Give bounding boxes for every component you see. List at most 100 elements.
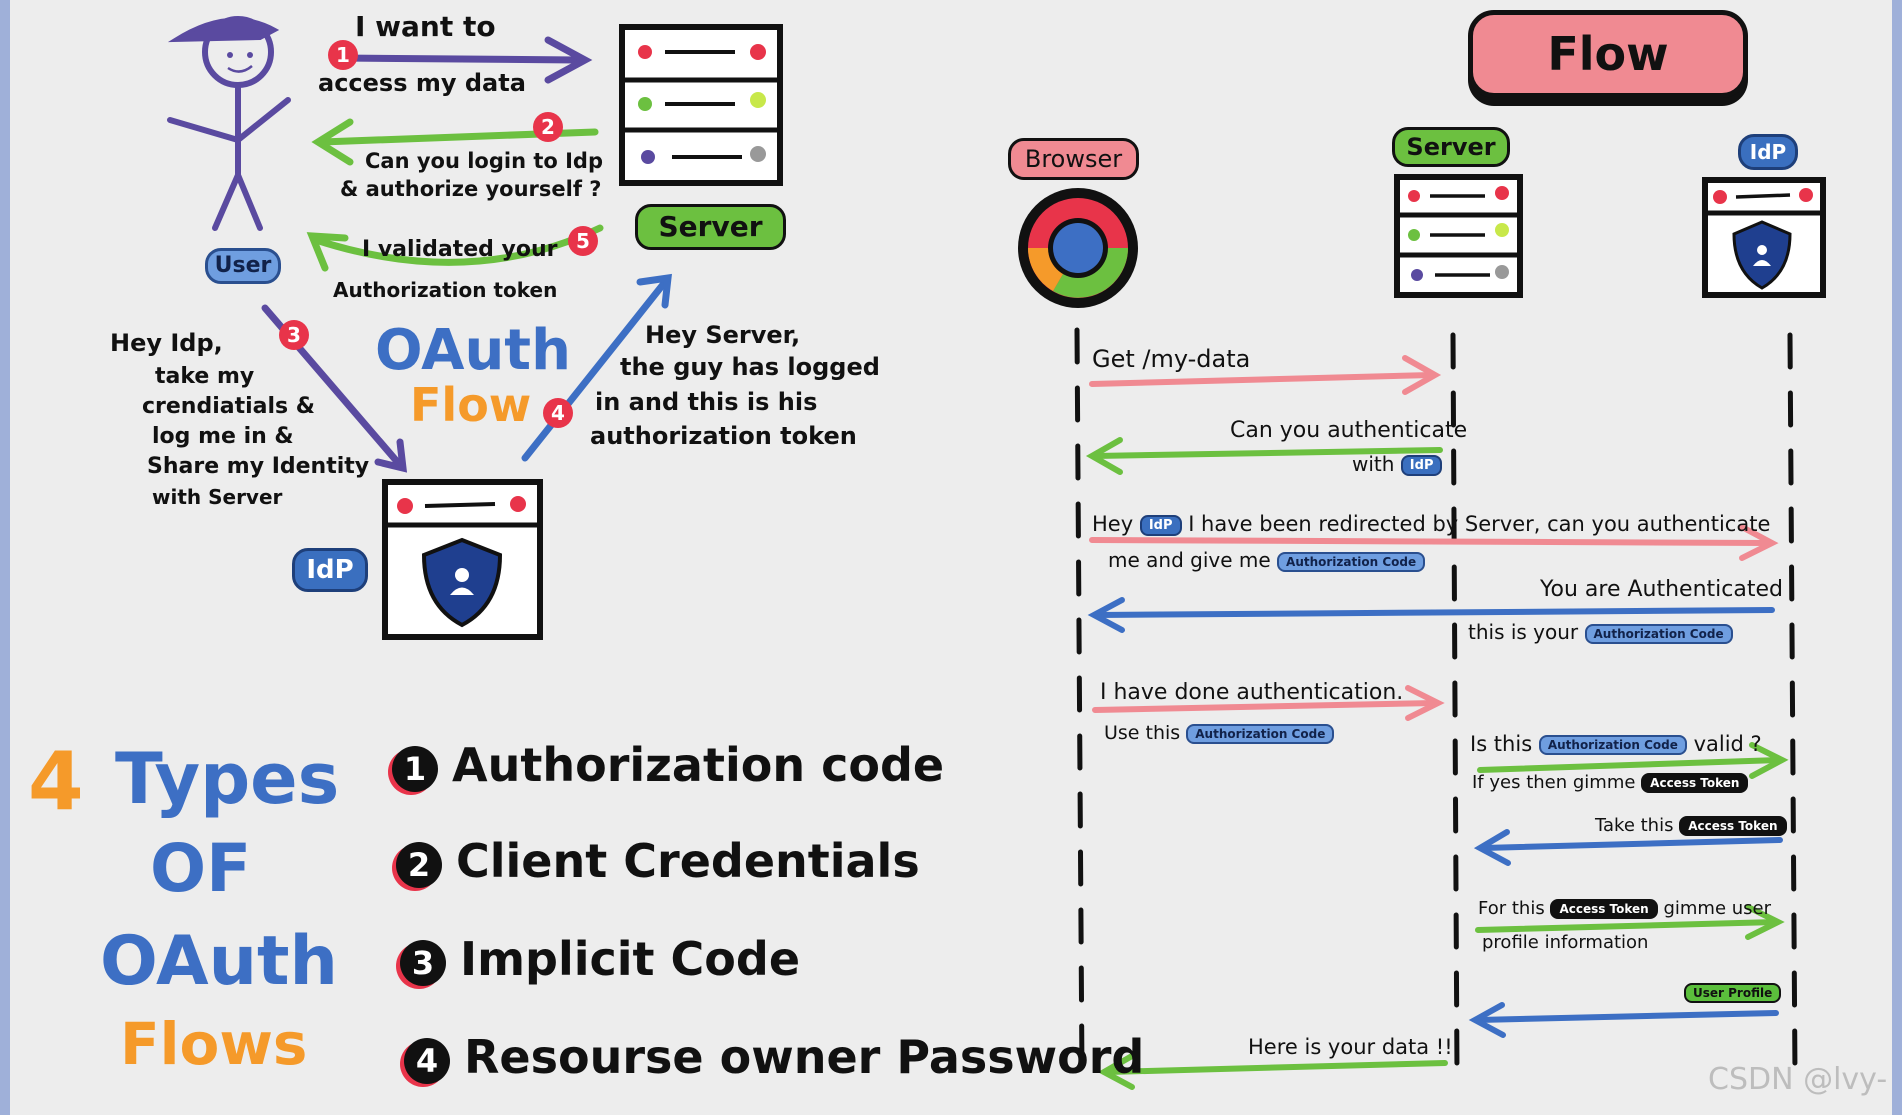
msg-get-my-data: Get /my-data	[1092, 345, 1251, 373]
type-2-label: Client Credentials	[456, 834, 920, 888]
idp-tag-inline: IdP	[1139, 514, 1182, 536]
lane-browser-label: Browser	[1008, 138, 1139, 180]
step-1-badge: 1	[328, 40, 358, 70]
step-2-line2: & authorize yourself ?	[340, 177, 602, 201]
type-3-label: Implicit Code	[460, 932, 801, 986]
lane-server-label: Server	[1392, 127, 1510, 167]
auth-code-tag: Authorization Code	[1277, 551, 1426, 572]
flow-arrow-2	[1085, 437, 1443, 475]
types-heading-word4: Flows	[120, 1010, 308, 1078]
types-heading-word1: Types	[115, 738, 340, 820]
server-icon	[619, 24, 783, 186]
msg-for-this-text: For this	[1478, 898, 1545, 919]
msg-can-you-authenticate: Can you authenticate	[1230, 418, 1468, 443]
msg-is-this-valid: Is this Authorization Code valid ?	[1470, 732, 1762, 756]
lifeline-browser	[1074, 327, 1085, 1078]
msg-take-this-text: Take this	[1595, 815, 1674, 836]
type-1-label: Authorization code	[452, 738, 945, 792]
step-3-line3: crendiatials &	[142, 394, 315, 419]
msg-done-authentication: I have done authentication.	[1100, 680, 1404, 705]
type-4-number: 4	[404, 1037, 450, 1084]
access-token-tag: Access Token	[1641, 773, 1749, 793]
auth-code-tag-3: Authorization Code	[1186, 723, 1335, 744]
msg-here-is-your-data: Here is your data !!	[1248, 1035, 1453, 1059]
msg-gimme-access-token: If yes then gimme Access Token	[1472, 772, 1749, 793]
step-1-line1: I want to	[355, 10, 496, 43]
step-3-line4: log me in &	[152, 424, 294, 449]
browser-icon	[1018, 188, 1138, 308]
msg-use-this-code: Use this Authorization Code	[1104, 722, 1335, 744]
user-profile-tag: User Profile	[1684, 983, 1782, 1003]
msg-use-this-text: Use this	[1104, 722, 1181, 744]
auth-code-tag-4: Authorization Code	[1538, 735, 1687, 755]
type-1-number: 1	[392, 745, 438, 792]
user-face	[227, 52, 253, 73]
auth-code-tag-2: Authorization Code	[1584, 623, 1733, 644]
msg-with-text: with	[1352, 452, 1395, 476]
step-3-line5: Share my Identity	[147, 454, 370, 479]
msg-for-this-token: For this Access Token gimme user	[1478, 898, 1771, 919]
type-row-1: 1 Authorization code	[392, 738, 944, 792]
user-label: User	[205, 248, 281, 284]
step-2-line1: Can you login to Idp	[365, 149, 603, 173]
lane-idp-label: IdP	[1738, 134, 1798, 170]
lifeline-server	[1450, 332, 1460, 1078]
msg-give-me-code: me and give me Authorization Code	[1108, 548, 1426, 572]
flow-subtitle: Flow	[410, 378, 532, 432]
msg-this-is-your-text: this is your	[1468, 620, 1579, 644]
flow-arrow-1	[1089, 355, 1442, 395]
msg-redirected-text: I have been redirected by Server, can yo…	[1188, 512, 1771, 536]
msg-take-this-token: Take this Access Token	[1595, 815, 1787, 836]
type-3-number: 3	[400, 939, 446, 986]
msg-hey-text: Hey	[1092, 512, 1134, 536]
msg-redirected: Hey IdP I have been redirected by Server…	[1092, 512, 1770, 536]
type-2-number: 2	[396, 841, 442, 888]
watermark: CSDN @lvy-	[1708, 1062, 1888, 1097]
step-4-line1: Hey Server,	[645, 321, 801, 349]
left-border	[0, 0, 10, 1115]
types-heading-word3: OAuth	[100, 922, 338, 1001]
step-3-line6: with Server	[152, 485, 283, 509]
flow-arrow-3	[1089, 524, 1779, 561]
type-row-4: 4 Resourse owner Password	[404, 1030, 1144, 1084]
flow-arrow-7	[1473, 829, 1783, 866]
flow-arrow-10	[1097, 1053, 1448, 1090]
msg-user-profile: User Profile	[1684, 980, 1782, 1005]
msg-valid-text: valid ?	[1693, 732, 1762, 756]
flow-title: Flow	[1468, 10, 1748, 98]
arrow-step-1	[336, 36, 593, 84]
types-heading-number: 4	[28, 735, 84, 828]
step-3-line2: take my	[155, 364, 255, 389]
flow-arrow-4	[1087, 597, 1775, 633]
type-row-3: 3 Implicit Code	[400, 932, 800, 986]
type-row-2: 2 Client Credentials	[396, 834, 920, 888]
step-1-line2: access my data	[318, 69, 526, 97]
type-4-label: Resourse owner Password	[464, 1030, 1145, 1084]
step-5-badge: 5	[568, 226, 598, 256]
flow-arrow-9	[1468, 1002, 1779, 1038]
flow-arrow-6	[1477, 742, 1789, 779]
flow-arrow-5	[1092, 685, 1445, 721]
msg-this-is-your-code: this is your Authorization Code	[1468, 620, 1733, 644]
step-4-badge: 4	[543, 398, 573, 428]
arrow-step-5	[306, 224, 604, 272]
msg-give-me-text: me and give me	[1108, 548, 1271, 572]
msg-gimme-user-text: gimme user	[1663, 898, 1772, 919]
user-stick-figure	[167, 16, 291, 231]
flow-server-icon	[1394, 174, 1523, 298]
idp-tag: IdP	[1400, 455, 1443, 476]
flow-idp-icon	[1702, 177, 1826, 298]
step-4-line3: in and this is his	[595, 388, 818, 416]
types-heading-word2: OF	[150, 830, 252, 907]
step-5-line1: I validated your	[362, 237, 558, 262]
msg-you-are-authenticated: You are Authenticated	[1540, 577, 1783, 602]
msg-is-this-text: Is this	[1470, 732, 1533, 756]
msg-with-idp: with IdP	[1352, 452, 1443, 476]
step-5-line2: Authorization token	[333, 278, 558, 302]
oauth-title: OAuth	[375, 318, 571, 383]
step-2-badge: 2	[533, 112, 563, 142]
step-4-line4: authorization token	[590, 422, 857, 450]
step-3-badge: 3	[279, 320, 309, 350]
access-token-tag-3: Access Token	[1550, 899, 1658, 919]
